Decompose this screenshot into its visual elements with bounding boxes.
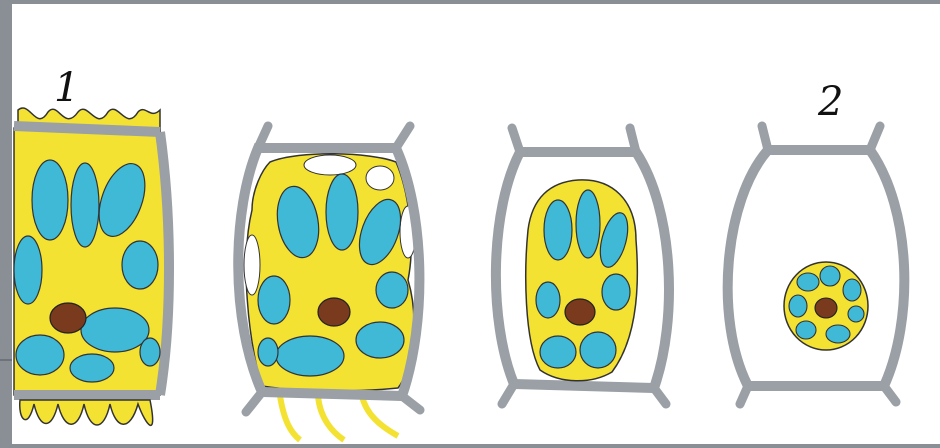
cell-3-vacuole	[602, 274, 630, 310]
cell-1-vacuole	[32, 160, 68, 240]
cell-2-gap	[366, 166, 394, 190]
cell-4-vacuole	[848, 306, 864, 322]
cell-2-vacuole	[356, 322, 404, 358]
cell-3-vacuole	[576, 190, 600, 258]
cell-1-nucleus	[50, 303, 86, 333]
cell-2-gap	[244, 235, 260, 295]
cell-3-nucleus	[565, 299, 595, 325]
cell-4-nucleus	[815, 298, 837, 318]
cell-1-vacuole	[70, 354, 114, 382]
cell-4-vacuole	[843, 279, 861, 301]
cell-3-vacuole	[580, 332, 616, 368]
cell-2-vacuole	[258, 338, 278, 366]
cell-4-vacuole	[796, 321, 816, 339]
cell-1-vacuole	[81, 308, 149, 352]
cell-1-vacuole	[122, 241, 158, 289]
cell-4-vacuole	[826, 325, 850, 343]
cell-3-plasmolyzed	[496, 128, 669, 404]
cell-1-vacuole	[14, 236, 42, 304]
cell-1-vacuole	[71, 163, 99, 247]
cell-2-nucleus	[318, 298, 350, 326]
cell-3-vacuole	[536, 282, 560, 318]
label-1: 1	[54, 68, 79, 108]
cell-2-vacuole	[276, 336, 344, 376]
cell-4-vacuole	[820, 266, 840, 286]
cell-4-strong-plasmolysis	[728, 126, 905, 404]
cell-2-vacuole	[376, 272, 408, 308]
cell-1-vacuole	[16, 335, 64, 375]
cell-2-gap	[304, 155, 356, 175]
cell-1-wall-top	[14, 126, 160, 132]
label-2: 2	[818, 82, 843, 122]
cell-2-vacuole	[258, 276, 290, 324]
cell-3-vacuole	[540, 336, 576, 368]
cell-2-plasmolysis-start	[238, 126, 420, 440]
cell-1-vacuole	[140, 338, 160, 366]
cell-1-turgid	[14, 108, 169, 425]
cell-3-vacuole	[544, 200, 572, 260]
cell-2-vacuole	[326, 174, 358, 250]
cell-4-vacuole	[789, 295, 807, 317]
cell-4-vacuole	[797, 273, 819, 291]
